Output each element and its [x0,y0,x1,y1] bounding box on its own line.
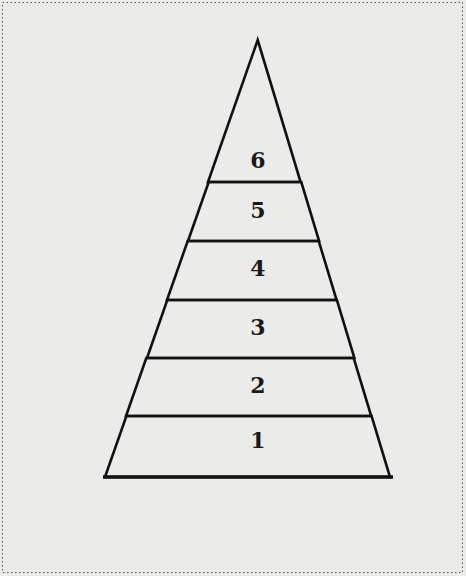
pyramid-band: 6 [208,40,301,182]
band-outline [126,358,371,416]
band-shape [147,300,354,358]
pyramid-band: 1 [105,416,390,477]
band-shape [167,241,337,300]
band-outline [105,416,390,477]
band-shape [105,416,390,477]
level-number: 5 [250,199,265,221]
pyramid-band: 3 [147,300,354,358]
band-shape [188,182,319,241]
band-shape [208,40,301,182]
dotted-border [3,3,463,573]
level-number: 3 [250,316,265,338]
band-shape [126,358,371,416]
level-number: 2 [250,374,265,396]
level-number: 1 [250,429,265,451]
pyramid-band: 2 [126,358,371,416]
level-number: 6 [250,149,265,171]
pyramid-band: 4 [167,241,337,300]
level-number: 4 [250,257,265,279]
pyramid-band: 5 [188,182,319,241]
